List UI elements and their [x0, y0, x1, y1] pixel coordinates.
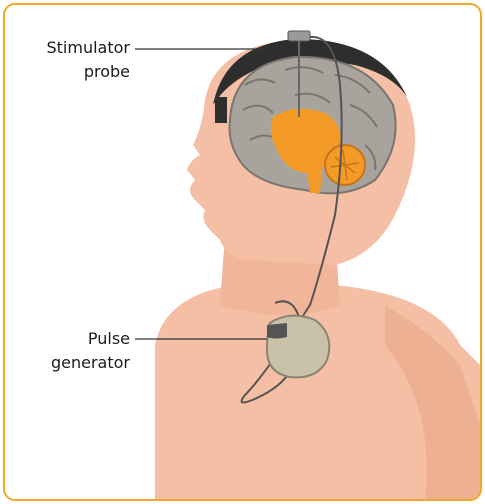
brain [230, 57, 396, 193]
stimulator-label-line-2: probe [5, 61, 130, 82]
diagram-frame: Stimulator probe Pulse generator [3, 3, 482, 501]
pulse-generator [267, 316, 329, 378]
pulse-label-line-2: generator [5, 352, 130, 373]
pulse-label-line-1: Pulse [5, 328, 130, 349]
stimulator-label-line-1: Stimulator [5, 37, 130, 58]
probe-cap [288, 31, 310, 41]
hair-back [215, 97, 227, 123]
